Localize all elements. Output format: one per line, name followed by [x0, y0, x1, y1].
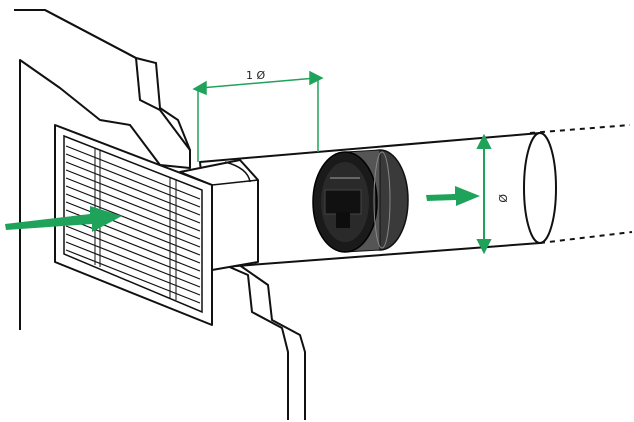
length-dimension [192, 70, 324, 162]
arrow-right-icon [5, 206, 122, 232]
wall-lower [218, 261, 306, 420]
grille-vertical-bars [94, 148, 177, 300]
duct-end-opening [523, 132, 557, 244]
duct-continuation-bottom [539, 231, 633, 244]
duct-continuation-top [529, 124, 631, 134]
wall-profile-band [44, 9, 191, 151]
arrow-right-icon [426, 186, 480, 206]
wall-profile-inner [135, 57, 161, 111]
duct-ring [224, 161, 251, 183]
airflow-in-arrow [5, 206, 122, 232]
airflow-out-arrow [426, 186, 480, 206]
wall-lower-band [217, 261, 289, 420]
grille-frame-inner [63, 134, 203, 314]
diameter-dimension [476, 133, 492, 255]
length-dimension-label: 1 Ø [246, 69, 265, 82]
grille-louvers [65, 145, 201, 304]
diameter-label: Ø [496, 194, 509, 203]
valve-unit [312, 149, 409, 253]
